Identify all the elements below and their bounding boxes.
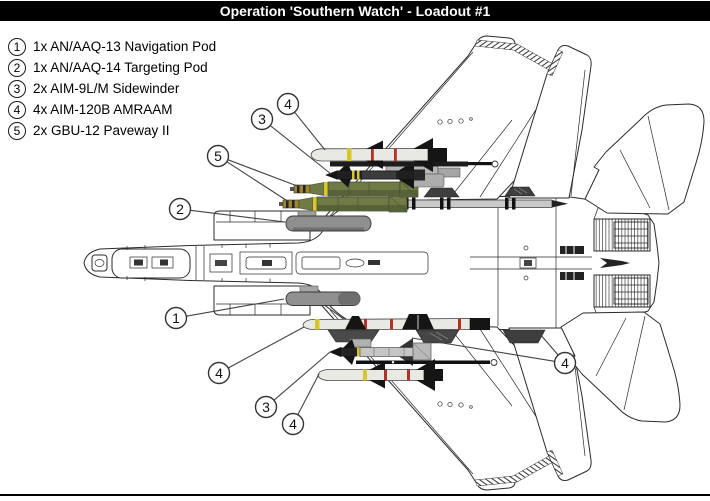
callout-circle-3 (250, 107, 274, 131)
legend-label: 4x AIM-120B AMRAAM (33, 102, 173, 117)
legend-label: 2x GBU-12 Paveway II (33, 123, 170, 138)
callout-circle-4 (281, 412, 305, 436)
callout-leader-line (190, 209, 286, 223)
callout-leader-line (186, 298, 285, 317)
callout-circle-1 (164, 306, 188, 330)
callout-number: 4 (289, 416, 297, 432)
intake-top (213, 210, 311, 241)
page-title: Operation 'Southern Watch' - Loadout #1 (0, 1, 710, 21)
callout-leader-line (227, 326, 305, 369)
callout-leader-line (227, 159, 301, 188)
sidewinder-bottom (329, 338, 432, 366)
amraam-bottom (317, 359, 498, 391)
callout-circle-3 (254, 395, 278, 419)
legend-number-badge: 1 (8, 37, 26, 56)
callout-number: 3 (258, 111, 266, 127)
callout-number: 5 (214, 148, 222, 164)
callout-number: 2 (176, 201, 184, 217)
callout-leader-line (273, 351, 331, 401)
legend-item-5: 5 2x GBU-12 Paveway II (8, 120, 216, 141)
callout-number: 1 (172, 310, 180, 326)
callout-number: 3 (262, 399, 270, 415)
bottom-border-rule (0, 494, 710, 496)
intake-bottom (213, 285, 311, 316)
legend-item-3: 3 2x AIM-9L/M Sidewinder (8, 78, 216, 99)
targeting-pod (285, 210, 372, 232)
legend-item-4: 4 4x AIM-120B AMRAAM (8, 99, 216, 120)
callout-number: 4 (561, 355, 569, 371)
callout-circle-5 (206, 144, 230, 168)
legend-item-1: 1 1x AN/AAQ-13 Navigation Pod (8, 36, 216, 57)
cft-bottom-stores (302, 314, 546, 344)
callout-leader-line (411, 337, 555, 362)
legend-number-badge: 3 (8, 79, 26, 98)
callout-leader-line (539, 333, 559, 356)
callout-circle-4 (207, 361, 231, 385)
legend: 1 1x AN/AAQ-13 Navigation Pod 2 1x AN/AAQ-1… (8, 36, 216, 141)
callout-leader-line (226, 161, 290, 203)
callout-leader-line (294, 111, 326, 151)
gbu12-lower (278, 195, 408, 213)
navigation-pod (285, 285, 361, 306)
legend-label: 2x AIM-9L/M Sidewinder (33, 81, 180, 96)
engine-nozzles (593, 202, 651, 324)
callout-circle-4 (276, 92, 300, 116)
gbu12-upper (289, 180, 419, 198)
callout-circle-2 (168, 197, 192, 221)
canopy (111, 248, 191, 279)
callout-layer: 4 3 5 2 1 4 3 4 4 (164, 92, 577, 436)
legend-number-badge: 5 (8, 121, 26, 140)
amraam-top (310, 138, 499, 172)
callout-circle-4 (553, 351, 577, 375)
legend-number-badge: 2 (8, 58, 26, 77)
callout-leader-line (269, 125, 332, 175)
callout-number: 4 (284, 96, 292, 112)
callout-leader-line (297, 373, 320, 415)
legend-item-2: 2 1x AN/AAQ-14 Targeting Pod (8, 57, 216, 78)
legend-label: 1x AN/AAQ-13 Navigation Pod (33, 39, 217, 54)
sidewinder-top (325, 161, 461, 189)
legend-label: 1x AN/AAQ-14 Targeting Pod (33, 60, 208, 75)
legend-number-badge: 4 (8, 100, 26, 119)
callout-number: 4 (215, 365, 223, 381)
